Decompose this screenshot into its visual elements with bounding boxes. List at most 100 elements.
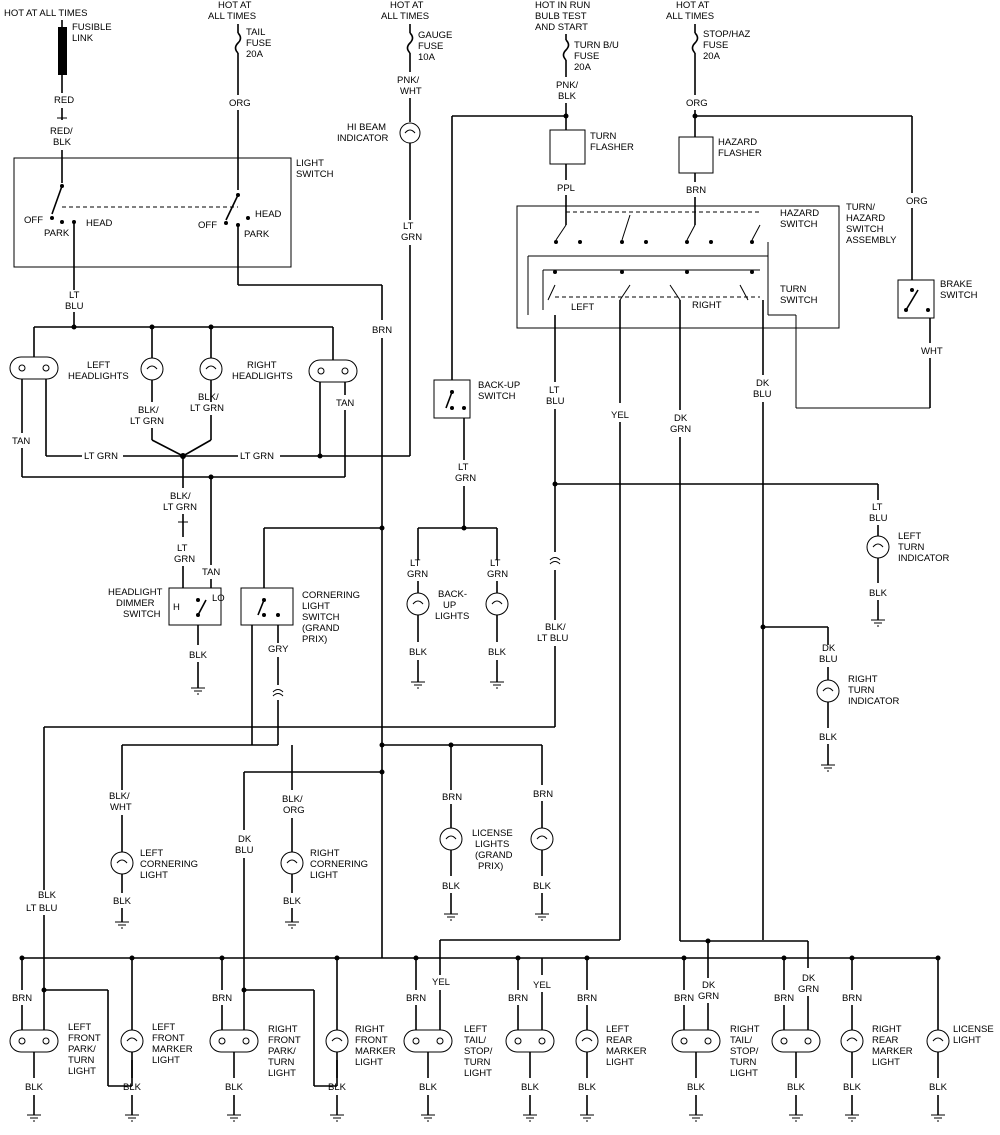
power-gauge-fuse: HOT AT ALL TIMES GAUGE FUSE 10A PNK/ WHT… xyxy=(320,0,452,457)
left-cornering-label-3: LIGHT xyxy=(140,870,168,881)
ground-icon xyxy=(845,1114,859,1122)
hot-run-label-2: BULB TEST xyxy=(535,11,587,22)
brake-switch-label-2: SWITCH xyxy=(940,290,978,301)
left-turn-indicator: LT BLU LEFT TURN INDICATOR BLK xyxy=(866,484,950,627)
wire-brn-main-label: BRN xyxy=(372,325,392,336)
wire-blk-org: BLK/ xyxy=(282,794,303,805)
left-turn-ind-label-3: INDICATOR xyxy=(898,553,950,564)
ground-icon xyxy=(330,1114,344,1122)
stop-fuse-label: STOP/HAZ xyxy=(703,29,751,40)
r-tail-label-4: TURN xyxy=(730,1057,757,1068)
bottom-brn-label: BRN xyxy=(508,993,528,1004)
hot-at-label-1: HOT AT xyxy=(218,0,252,11)
dimmer-label-2: DIMMER xyxy=(116,598,155,609)
license-gp-label-3: (GRAND xyxy=(475,850,513,861)
backup-light-1 xyxy=(406,592,430,616)
ls-head-left: HEAD xyxy=(86,218,113,229)
light-switch: LIGHT SWITCH OFF PARK HEAD OFF PARK HEAD… xyxy=(13,157,392,958)
wire-red-blk-label-2: BLK xyxy=(53,137,72,148)
light-switch-box xyxy=(13,157,292,268)
wire-lt-grn-h2: LT GRN xyxy=(240,451,274,462)
license-gp-label-2: LIGHTS xyxy=(475,839,509,850)
socket-contact xyxy=(242,1037,250,1045)
cornering-switch-label-2: LIGHT xyxy=(302,601,330,612)
hazard-switch-label: HAZARD xyxy=(780,208,819,219)
power-tail-fuse: HOT AT ALL TIMES TAIL FUSE 20A ORG xyxy=(208,0,271,190)
backup-switch-label: BACK-UP xyxy=(478,380,520,391)
turn-haz-assy-label-4: ASSEMBLY xyxy=(846,235,897,246)
turn-switch-right: RIGHT xyxy=(692,300,722,311)
wire-red-label: RED xyxy=(54,95,74,106)
bottom-blk-label: BLK xyxy=(521,1082,540,1093)
l-rear-marker-label: LEFT xyxy=(606,1024,629,1035)
rf-park-label-2: FRONT xyxy=(268,1035,301,1046)
socket-dual xyxy=(671,1029,721,1053)
lf-marker-label: LEFT xyxy=(152,1022,175,1033)
right-cornering-light-bulb xyxy=(280,851,304,875)
dimmer-switch-box xyxy=(168,587,222,626)
wire-blk-lt-blu: BLK xyxy=(38,890,57,901)
backup-lights-label-3: LIGHTS xyxy=(435,611,469,622)
wire-lt-blu-ind: LT xyxy=(872,502,883,513)
wire-dk-blu-ind: DK xyxy=(822,643,836,654)
ground-icon xyxy=(689,1114,703,1122)
lf-marker-label-3: MARKER xyxy=(152,1044,193,1055)
turn-fuse-label-2: FUSE xyxy=(574,51,599,62)
wire-lt-blu-turn-2: BLU xyxy=(546,396,565,407)
hi-beam-indicator-label: HI BEAM xyxy=(347,122,386,133)
left-turn-indicator-bulb xyxy=(866,535,890,559)
hi-beam-indicator-bulb xyxy=(399,122,421,144)
tail-fuse-label-3: 20A xyxy=(246,49,264,60)
right-headlight-b xyxy=(308,359,358,383)
license-lights-gp: BRN BRN LICENSE LIGHTS (GRAND PRIX) BLK … xyxy=(244,742,554,921)
wire-blk-ltgrn-c-2: LT GRN xyxy=(163,502,197,513)
wire-blk-wht: BLK/ xyxy=(109,791,130,802)
turn-flasher-box xyxy=(549,129,586,165)
turn-haz-assy-label-3: SWITCH xyxy=(846,224,884,235)
wire-lt-grn-hi-label: LT xyxy=(403,221,414,232)
wire-blk-ltgrn-l-2: LT GRN xyxy=(130,416,164,427)
r-tail-label-5: LIGHT xyxy=(730,1068,758,1079)
socket-dual xyxy=(505,1029,555,1053)
wire-ppl-label: PPL xyxy=(557,183,575,194)
bottom-yel-label: YEL xyxy=(432,977,450,988)
dimmer-lo: LO xyxy=(212,593,225,604)
wire-lt-grn-bu2: LT xyxy=(490,558,501,569)
lf-park-label-2: FRONT xyxy=(68,1033,101,1044)
turn-haz-assy-label-2: HAZARD xyxy=(846,213,885,224)
turn-hazard-assembly-box xyxy=(516,205,840,329)
bottom-brn-label: BRN xyxy=(212,993,232,1004)
bottom-blk-label: BLK xyxy=(578,1082,597,1093)
ground-icon xyxy=(227,1114,241,1122)
all-times-label-2: ALL TIMES xyxy=(381,11,429,22)
turn-flasher-label: TURN xyxy=(590,131,617,142)
gauge-fuse-label: GAUGE xyxy=(418,30,452,41)
wire-blk-corn1: BLK xyxy=(113,896,132,907)
headlight-dimmer-switch: HEADLIGHT DIMMER SWITCH H LO BLK xyxy=(108,587,225,695)
lf-marker-label-2: FRONT xyxy=(152,1033,185,1044)
lf-marker-label-4: LIGHT xyxy=(152,1055,180,1066)
wire-brn-flasher-label: BRN xyxy=(686,185,706,196)
hot-at-label-2: HOT AT xyxy=(390,0,424,11)
ground-icon xyxy=(125,1114,139,1122)
wire-pnk-blk-label-2: BLK xyxy=(558,91,577,102)
wire-dk-blu-l-2: BLU xyxy=(235,845,254,856)
bottom-lights: LEFT FRONT PARK/ TURN LIGHT LEFT FRONT M… xyxy=(68,1022,994,1079)
wire-blk-ltblu: BLK/ xyxy=(545,622,566,633)
license-light-label-2: LIGHT xyxy=(953,1035,981,1046)
socket-contact xyxy=(218,1037,226,1045)
rf-marker-label: RIGHT xyxy=(355,1024,385,1035)
socket-contact xyxy=(780,1037,788,1045)
rf-marker-label-3: MARKER xyxy=(355,1046,396,1057)
socket-contact xyxy=(18,1037,26,1045)
dimmer-h: H xyxy=(173,602,180,613)
lf-park-label-5: LIGHT xyxy=(68,1066,96,1077)
wire-yel: YEL xyxy=(611,410,629,421)
brake-switch-box xyxy=(897,279,935,319)
gauge-fuse-label-3: 10A xyxy=(418,52,436,63)
turn-fuse-label: TURN B/U xyxy=(574,40,619,51)
wire-lt-blu-ls-label-2: BLU xyxy=(65,301,84,312)
ground-icon xyxy=(421,1114,435,1122)
right-headlights-label: RIGHT xyxy=(247,360,277,371)
wire-blk-wht-2: WHT xyxy=(110,802,132,813)
